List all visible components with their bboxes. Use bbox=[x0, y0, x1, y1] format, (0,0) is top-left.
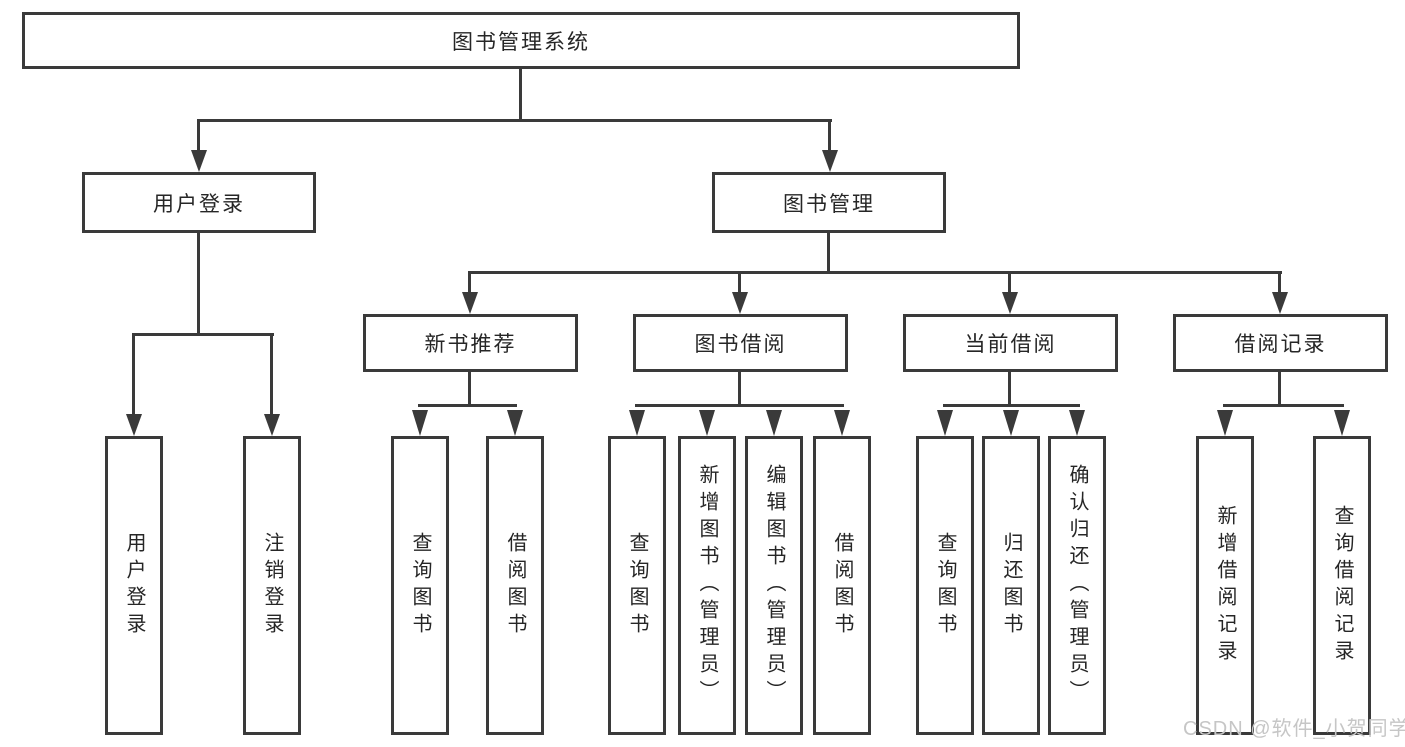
arrow-down-icon bbox=[766, 410, 782, 436]
leaf-label: 查询图书 bbox=[409, 531, 431, 640]
node-label: 用户登录 bbox=[153, 192, 245, 216]
node-current-borrow: 当前借阅 bbox=[903, 314, 1118, 372]
arrow-down-icon bbox=[1272, 292, 1288, 314]
leaf-label: 借阅图书 bbox=[504, 531, 526, 640]
node-user-login: 用户登录 bbox=[82, 172, 316, 233]
connector-borrowrecord-bus bbox=[1223, 404, 1344, 407]
leaf-confirm-return-admin: 确认归还（管理员） bbox=[1048, 436, 1106, 735]
connector-drop bbox=[1008, 271, 1011, 295]
csdn-watermark: CSDN @软件_小贺同学 bbox=[1183, 718, 1405, 740]
connector-userlogin-bus bbox=[132, 333, 274, 336]
leaf-label: 用户登录 bbox=[123, 531, 145, 640]
leaf-label: 查询图书 bbox=[626, 531, 648, 640]
connector-bookborrow-stem bbox=[738, 371, 741, 407]
arrow-down-icon bbox=[822, 150, 838, 172]
connector-bookmgmt-bus bbox=[468, 271, 1282, 274]
connector-drop bbox=[270, 333, 273, 417]
connector-currentborrow-stem bbox=[1008, 371, 1011, 407]
leaf-label: 注销登录 bbox=[261, 531, 283, 640]
leaf-query-books-newbook: 查询图书 bbox=[391, 436, 449, 735]
connector-root-bus bbox=[198, 119, 832, 122]
node-book-borrow: 图书借阅 bbox=[633, 314, 848, 372]
connector-bookborrow-bus bbox=[635, 404, 844, 407]
node-book-management: 图书管理 bbox=[712, 172, 946, 233]
leaf-label: 编辑图书（管理员） bbox=[763, 464, 785, 707]
arrow-down-icon bbox=[732, 292, 748, 314]
leaf-borrow-books-newbook: 借阅图书 bbox=[486, 436, 544, 735]
node-new-book-recommend: 新书推荐 bbox=[363, 314, 578, 372]
connector-drop bbox=[197, 119, 200, 153]
leaf-label: 确认归还（管理员） bbox=[1066, 464, 1088, 707]
leaf-label: 新增图书（管理员） bbox=[696, 464, 718, 707]
arrow-down-icon bbox=[1069, 410, 1085, 436]
arrow-down-icon bbox=[264, 414, 280, 436]
arrow-down-icon bbox=[1217, 410, 1233, 436]
arrow-down-icon bbox=[191, 150, 207, 172]
connector-root-stem bbox=[519, 67, 522, 121]
arrow-down-icon bbox=[629, 410, 645, 436]
leaf-borrow-books: 借阅图书 bbox=[813, 436, 871, 735]
node-label: 借阅记录 bbox=[1234, 333, 1327, 356]
leaf-add-borrow-record: 新增借阅记录 bbox=[1196, 436, 1254, 735]
arrow-down-icon bbox=[1334, 410, 1350, 436]
arrow-down-icon bbox=[1003, 410, 1019, 436]
arrow-down-icon bbox=[699, 410, 715, 436]
leaf-label: 归还图书 bbox=[1000, 531, 1022, 640]
leaf-label: 查询图书 bbox=[934, 531, 956, 640]
connector-bookmgmt-stem bbox=[827, 232, 830, 274]
node-borrow-records: 借阅记录 bbox=[1173, 314, 1388, 372]
leaf-label: 查询借阅记录 bbox=[1331, 504, 1353, 667]
arrow-down-icon bbox=[412, 410, 428, 436]
leaf-query-books-borrow: 查询图书 bbox=[608, 436, 666, 735]
leaf-logout: 注销登录 bbox=[243, 436, 301, 735]
node-label: 新书推荐 bbox=[424, 333, 517, 356]
connector-drop bbox=[468, 271, 471, 295]
connector-drop bbox=[828, 119, 831, 153]
arrow-down-icon bbox=[1002, 292, 1018, 314]
leaf-query-books-current: 查询图书 bbox=[916, 436, 974, 735]
arrow-down-icon bbox=[937, 410, 953, 436]
connector-newbook-stem bbox=[468, 371, 471, 407]
connector-drop bbox=[738, 271, 741, 295]
leaf-edit-book-admin: 编辑图书（管理员） bbox=[745, 436, 803, 735]
leaf-user-login: 用户登录 bbox=[105, 436, 163, 735]
connector-userlogin-stem bbox=[197, 232, 200, 336]
leaf-query-borrow-record: 查询借阅记录 bbox=[1313, 436, 1371, 735]
node-label: 图书管理系统 bbox=[452, 30, 590, 54]
connector-currentborrow-bus bbox=[943, 404, 1080, 407]
connector-drop bbox=[132, 333, 135, 417]
connector-drop bbox=[1278, 271, 1281, 295]
leaf-return-book: 归还图书 bbox=[982, 436, 1040, 735]
node-label: 当前借阅 bbox=[964, 333, 1057, 356]
connector-newbook-bus bbox=[418, 404, 517, 407]
leaf-label: 新增借阅记录 bbox=[1214, 504, 1236, 667]
leaf-add-book-admin: 新增图书（管理员） bbox=[678, 436, 736, 735]
leaf-label: 借阅图书 bbox=[831, 531, 853, 640]
arrow-down-icon bbox=[834, 410, 850, 436]
node-library-management-system: 图书管理系统 bbox=[22, 12, 1020, 69]
arrow-down-icon bbox=[462, 292, 478, 314]
arrow-down-icon bbox=[126, 414, 142, 436]
connector-borrowrecord-stem bbox=[1278, 371, 1281, 407]
arrow-down-icon bbox=[507, 410, 523, 436]
node-label: 图书借阅 bbox=[694, 333, 787, 356]
node-label: 图书管理 bbox=[783, 192, 875, 216]
